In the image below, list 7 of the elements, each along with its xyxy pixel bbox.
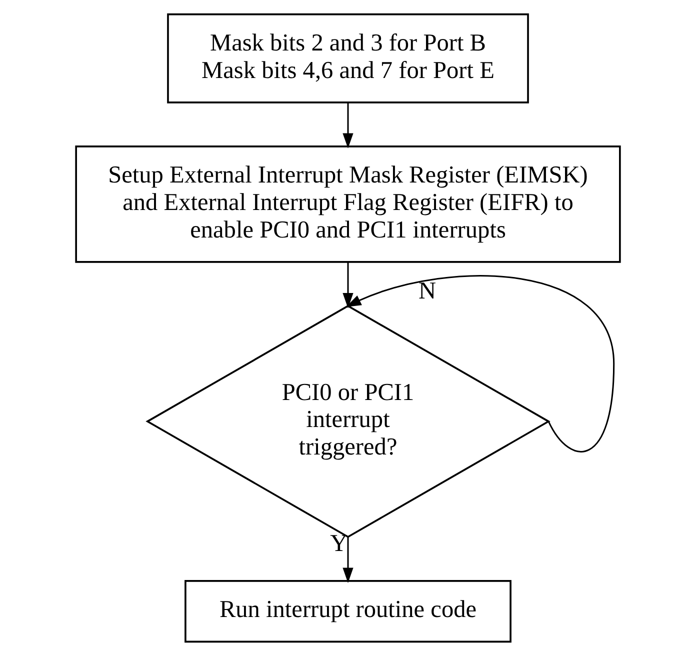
arrow [342, 262, 353, 308]
node-box: Setup External Interrupt Mask Register (EIMSK) and External Interrupt Flag Register (EIFR) to enable PCI0 and PCI1 interrupts [74, 146, 620, 263]
node-box: Run interrupt routine code [184, 580, 511, 643]
edge-label: N [418, 277, 436, 304]
arrow [342, 537, 353, 583]
node-box: Mask bits 2 and 3 for Port B Mask bits 4,6 and 7 for Port E [166, 13, 528, 104]
arrow [342, 102, 353, 148]
